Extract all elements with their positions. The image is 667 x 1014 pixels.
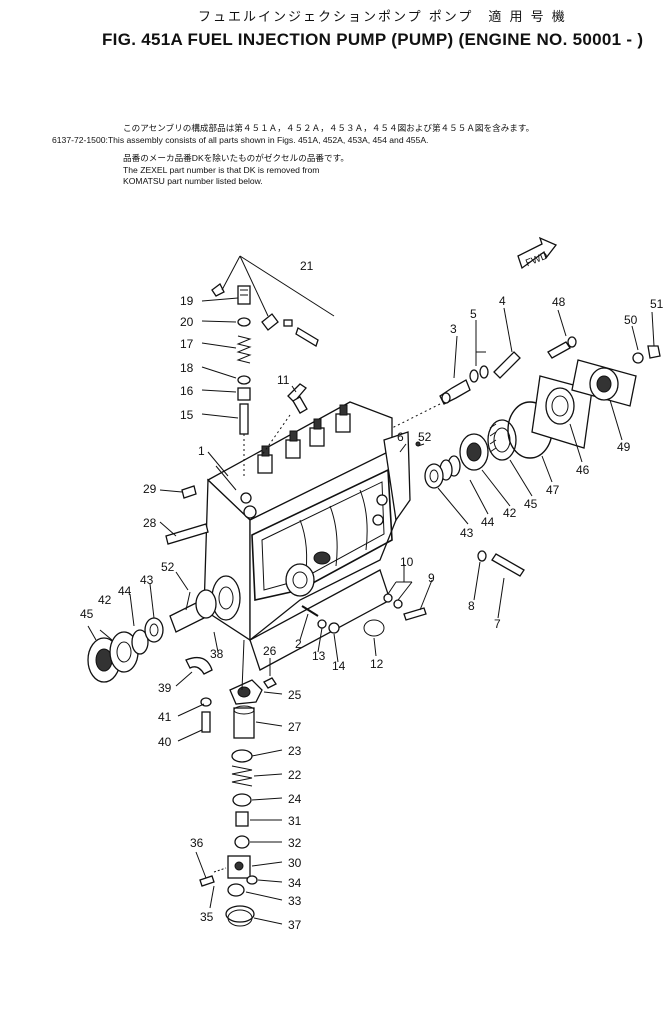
callout-49: 49: [617, 440, 631, 454]
note-japanese-2: 品番のメーカ品番DKを除いたものがゼクセルの品番です。: [123, 153, 349, 163]
callout-34: 34: [288, 876, 302, 890]
callout-23: 23: [288, 744, 302, 758]
left-parts: [87, 485, 217, 683]
callout-22: 22: [288, 768, 302, 782]
callout-27: 27: [288, 720, 302, 734]
callout-43-left: 43: [140, 573, 154, 587]
callout-13: 13: [312, 649, 326, 663]
callout-18: 18: [180, 361, 194, 375]
callout-40: 40: [158, 735, 172, 749]
callout-20: 20: [180, 315, 194, 329]
assembly-part-number: 6137-72-1500:: [52, 135, 108, 145]
callout-1: 1: [198, 444, 205, 458]
pump-housing: [203, 401, 411, 671]
callout-17: 17: [180, 337, 194, 351]
callout-10: 10: [400, 555, 414, 569]
callout-44-left: 44: [118, 584, 132, 598]
callout-46: 46: [576, 463, 590, 477]
callout-45-left: 45: [80, 607, 94, 621]
callout-28: 28: [143, 516, 157, 530]
callout-39: 39: [158, 681, 172, 695]
callout-42: 42: [503, 506, 517, 520]
callout-47: 47: [546, 483, 560, 497]
callout-16: 16: [180, 384, 194, 398]
callout-21: 21: [300, 259, 314, 273]
callout-7: 7: [494, 617, 501, 631]
callout-32: 32: [288, 836, 302, 850]
callout-44: 44: [481, 515, 495, 529]
callout-38: 38: [210, 647, 224, 661]
lower-right-fasteners: [301, 550, 525, 637]
callout-24: 24: [288, 792, 302, 806]
note-zexel: The ZEXEL part number is that DK is remo…: [123, 165, 320, 175]
callout-35: 35: [200, 910, 214, 924]
note-assembly: 6137-72-1500:This assembly consists of a…: [52, 135, 428, 146]
note-komatsu: KOMATSU part number listed below.: [123, 176, 263, 186]
callout-2: 2: [295, 637, 302, 651]
callout-3: 3: [450, 322, 457, 336]
callout-37: 37: [288, 918, 302, 932]
note-assembly-text: This assembly consists of all parts show…: [107, 135, 429, 145]
callout-52-left: 52: [161, 560, 175, 574]
callout-8: 8: [468, 599, 475, 613]
note-japanese-1: このアセンブリの構成部品は第４５１Ａ，４５２Ａ，４５３Ａ，４５４図および第４５５…: [123, 123, 535, 133]
right-parts: [391, 336, 661, 489]
callout-43: 43: [460, 526, 474, 540]
callout-45: 45: [524, 497, 538, 511]
callout-26: 26: [263, 644, 277, 658]
upper-left-parts: [211, 255, 335, 476]
callout-31: 31: [288, 814, 302, 828]
callout-9: 9: [428, 571, 435, 585]
callout-25: 25: [288, 688, 302, 702]
callout-41: 41: [158, 710, 172, 724]
callout-30: 30: [288, 856, 302, 870]
callout-6: 6: [397, 430, 404, 444]
callout-11: 11: [277, 373, 290, 387]
callout-52: 52: [418, 430, 432, 444]
callout-numbers: 21 19 20 17 18 16 15 1 11 3 5 4 48 50 51…: [80, 259, 664, 932]
callout-51: 51: [650, 297, 664, 311]
callout-15: 15: [180, 408, 194, 422]
callout-36: 36: [190, 836, 204, 850]
callout-33: 33: [288, 894, 302, 908]
callout-5: 5: [470, 307, 477, 321]
callout-42-left: 42: [98, 593, 112, 607]
leader-lines: [87, 297, 655, 925]
callout-4: 4: [499, 294, 506, 308]
callout-29: 29: [143, 482, 157, 496]
title-japanese: フュエルインジェクションポンプ ポンプ 適 用 号 機: [198, 10, 567, 25]
callout-19: 19: [180, 294, 194, 308]
fwd-arrow-icon: FWD: [517, 236, 558, 269]
callout-14: 14: [332, 659, 346, 673]
bottom-parts: [185, 639, 277, 927]
callout-50: 50: [624, 313, 638, 327]
callout-12: 12: [370, 657, 384, 671]
figure-title: FIG. 451A FUEL INJECTION PUMP (PUMP) (EN…: [102, 30, 644, 49]
callout-48: 48: [552, 295, 566, 309]
